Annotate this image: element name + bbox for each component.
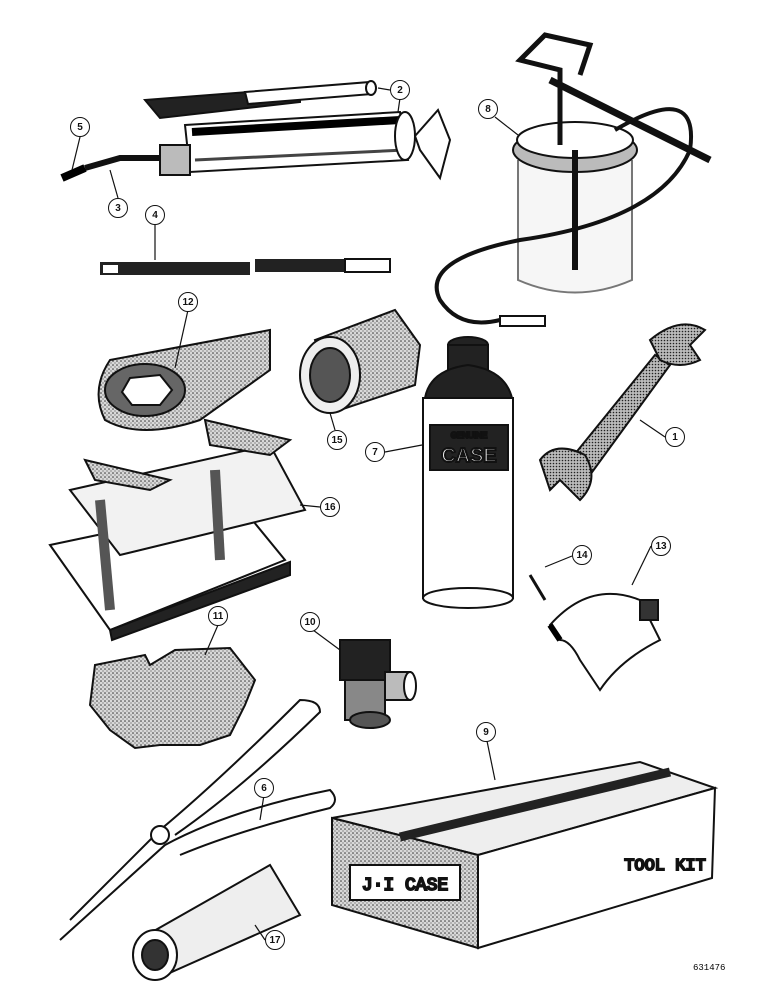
- socket: [299, 308, 422, 414]
- callout-10: 10: [300, 612, 320, 632]
- callout-15: 15: [327, 430, 347, 450]
- callout-8: 8: [478, 99, 498, 119]
- box-end-text: TOOL KIT: [624, 857, 706, 876]
- tube: [132, 863, 302, 981]
- callout-5: 5: [70, 117, 90, 137]
- tool-kit-box: J·I CASE TOOL KIT: [331, 760, 719, 950]
- callout-6: 6: [254, 778, 274, 798]
- bucket-grease-pump: [434, 32, 712, 327]
- can-genuine-text: GENUINE: [451, 431, 487, 440]
- callout-4: 4: [145, 205, 165, 225]
- pin: [528, 574, 547, 601]
- can-brand-text: CASE: [441, 445, 497, 467]
- tee-fitting: [339, 639, 417, 729]
- box-side-text: J·I CASE: [362, 876, 448, 896]
- open-end-wrench: [538, 323, 707, 502]
- figure-number: 631476: [693, 963, 725, 973]
- callout-16: 16: [320, 497, 340, 517]
- callout-2: 2: [390, 80, 410, 100]
- leader-lines: [71, 87, 666, 941]
- callout-13: 13: [651, 536, 671, 556]
- snap-ring-pliers: [59, 698, 336, 941]
- callout-9: 9: [476, 722, 496, 742]
- grease-gun: [60, 80, 452, 182]
- callout-17: 17: [265, 930, 285, 950]
- spanner-wrench: [97, 328, 271, 431]
- callout-1: 1: [665, 427, 685, 447]
- grease-hose: [100, 258, 391, 275]
- callout-12: 12: [178, 292, 198, 312]
- split-ring-tool: [547, 592, 662, 692]
- callout-7: 7: [365, 442, 385, 462]
- pipe-clamp: [48, 418, 307, 642]
- spray-can: GENUINE CASE: [422, 336, 514, 609]
- callout-11: 11: [208, 606, 228, 626]
- callout-14: 14: [572, 545, 592, 565]
- gasket: [88, 646, 257, 750]
- callout-3: 3: [108, 198, 128, 218]
